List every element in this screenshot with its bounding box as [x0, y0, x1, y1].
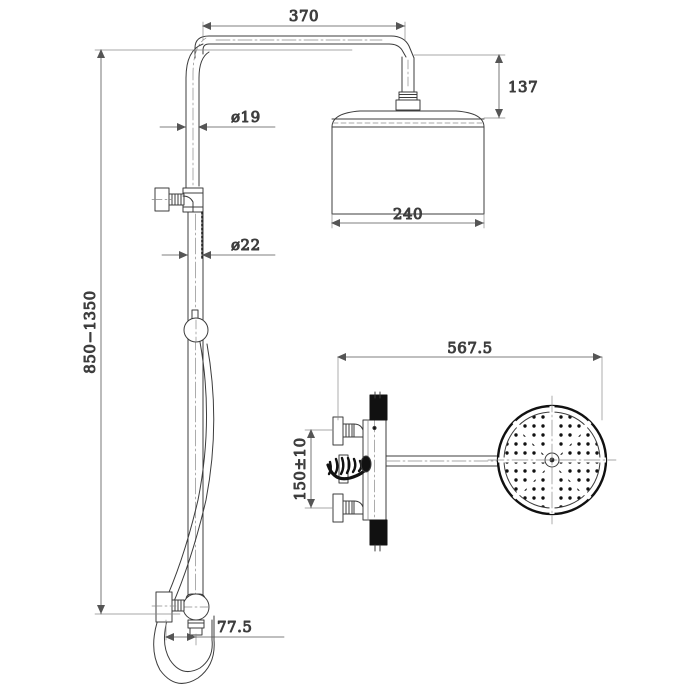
dimension-total-projection: 567.5 — [337, 339, 603, 421]
dimension-label-head-drop: 137 — [508, 78, 538, 96]
dimension-label-valve-offset: 77.5 — [217, 618, 252, 636]
dimension-label-arm-reach: 370 — [289, 7, 319, 25]
dimension-head-drop: 137 — [413, 54, 538, 119]
dimension-arm-reach: 370 — [202, 7, 406, 41]
hose-coil-side — [326, 455, 372, 481]
dimension-label-inlet-centres: 150±10 — [291, 437, 309, 500]
dimension-rail-height-range: 850−1350 — [81, 49, 353, 615]
slider-bracket-assembly — [151, 187, 204, 213]
dimension-label-riser-dia: ø19 — [231, 108, 261, 126]
dimension-head-width: 240 — [331, 205, 485, 229]
handset-holder — [183, 309, 209, 343]
dimension-label-head-width: 240 — [393, 205, 423, 223]
flexible-hose — [153, 341, 215, 684]
dimension-valve-offset: 77.5 — [165, 618, 285, 646]
dimension-riser-dia: ø19 — [159, 108, 276, 131]
mixer-bar-body-side — [362, 391, 388, 552]
head-swivel-joint — [395, 91, 421, 111]
riser-pipe — [185, 37, 210, 201]
overhead-arm — [194, 35, 415, 93]
rain-head-face-plan — [487, 395, 617, 525]
dimension-rail-dia: ø22 — [161, 236, 276, 259]
thermostatic-mixer-elevation — [151, 591, 210, 636]
dimension-label-rail-height-range: 850−1350 — [81, 290, 99, 373]
dimension-inlet-centres: 150±10 — [291, 429, 334, 509]
dimension-label-total-projection: 567.5 — [447, 339, 492, 357]
outlet-arm-side — [385, 455, 501, 467]
slide-rail — [187, 211, 204, 601]
dimension-label-rail-dia: ø22 — [231, 236, 261, 254]
overhead-rain-head-elevation — [331, 110, 485, 215]
